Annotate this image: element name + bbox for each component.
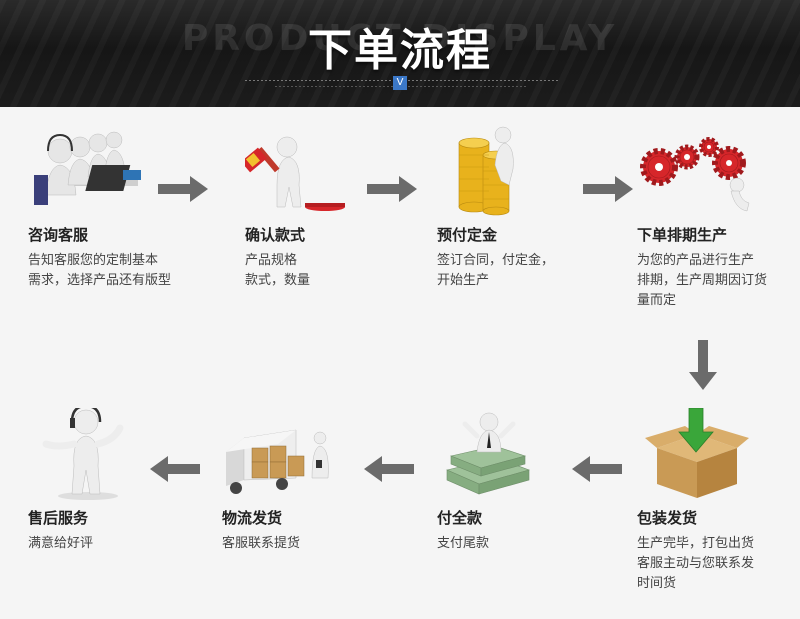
arrow-left-icon — [150, 456, 200, 482]
step-after-sales: 售后服务 满意给好评 — [28, 404, 188, 554]
step-schedule-production: 下单排期生产 为您的产品进行生产 排期，生产周期因订货 量而定 — [637, 125, 797, 311]
step-name: 售后服务 — [28, 509, 89, 527]
package-icon — [637, 407, 757, 503]
decorative-line — [408, 86, 528, 87]
step-description: 告知客服您的定制基本 需求，选择产品还有版型 — [28, 253, 172, 288]
step-description: 签订合同，付定金， 开始生产 — [437, 253, 555, 288]
decorative-line — [275, 86, 395, 87]
decorative-line — [245, 80, 395, 81]
step-pack-ship: 包装发货 生产完毕，打包出货 客服主动与您联系发 时间货 — [637, 407, 797, 594]
step-description: 客服联系提货 — [222, 536, 301, 551]
coin-stack-icon — [437, 125, 557, 220]
step-consult: 咨询客服 告知客服您的定制基本 需求，选择产品还有版型 — [28, 125, 188, 291]
header-background-word: PRODUCT DISPLAY — [181, 18, 619, 59]
arrow-left-icon — [364, 456, 414, 482]
step-logistics: 物流发货 客服联系提货 — [222, 408, 382, 554]
arrow-down-icon — [689, 340, 717, 390]
arrow-right-icon — [367, 176, 417, 202]
arrow-right-icon — [158, 176, 208, 202]
step-description: 支付尾款 — [437, 536, 490, 551]
step-description: 产品规格 款式，数量 — [245, 253, 311, 288]
step-name: 确认款式 — [245, 226, 306, 244]
delivery-truck-icon — [222, 408, 342, 503]
step-name: 付全款 — [437, 509, 483, 527]
step-name: 咨询客服 — [28, 226, 89, 244]
arrow-right-icon — [583, 176, 633, 202]
v-badge: V — [393, 76, 407, 90]
decorative-line — [408, 80, 558, 81]
step-description: 满意给好评 — [28, 536, 94, 551]
step-name: 预付定金 — [437, 226, 498, 244]
money-stack-icon — [437, 408, 557, 503]
arrow-left-icon — [572, 456, 622, 482]
customer-service-icon — [28, 125, 148, 220]
step-deposit: 预付定金 签订合同，付定金， 开始生产 — [437, 125, 597, 291]
after-sales-icon — [28, 404, 148, 503]
step-name: 下单排期生产 — [637, 226, 728, 244]
gears-icon — [637, 125, 757, 220]
step-name: 物流发货 — [222, 509, 283, 527]
gavel-icon — [241, 125, 365, 220]
step-name: 包装发货 — [637, 509, 698, 527]
step-description: 为您的产品进行生产 排期，生产周期因订货 量而定 — [637, 253, 768, 308]
step-description: 生产完毕，打包出货 客服主动与您联系发 时间货 — [637, 536, 755, 591]
header-banner: PRODUCT DISPLAY 下单流程 V — [0, 0, 800, 107]
step-pay-balance: 付全款 支付尾款 — [437, 408, 597, 554]
page-title: 下单流程 — [308, 25, 492, 76]
step-confirm-style: 确认款式 产品规格 款式，数量 — [241, 125, 405, 291]
